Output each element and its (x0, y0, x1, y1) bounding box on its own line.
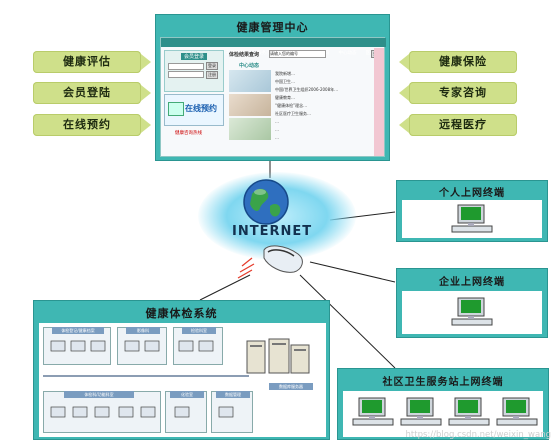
watermark: https://blog.csdn.net/weixin_wang (405, 430, 551, 440)
signal-lines (237, 257, 255, 279)
pill-health-insurance: 健康保险 (399, 51, 517, 73)
news-item[interactable]: 健康教育… (275, 95, 295, 100)
web-portal-screenshot: 首页 关于体检中心 服务项目 在线预约 体检查询 中心动态 医疗资讯 健康交流 … (160, 37, 386, 157)
computer-icon (451, 204, 493, 233)
news-item[interactable]: 中国卫生… (275, 79, 295, 84)
workstation-icons-bottom (50, 406, 234, 418)
photo-checkup (229, 118, 271, 140)
enterprise-terminal-title: 企业上网终端 (439, 277, 505, 288)
node-group-label: 检验科室 (182, 327, 216, 334)
globe-icon (243, 179, 289, 225)
news-item[interactable]: … (275, 127, 279, 132)
booking-monitor-icon (168, 102, 184, 116)
internet-label: INTERNET (232, 224, 313, 239)
login-button[interactable]: 登录 (206, 62, 218, 70)
news-item[interactable]: 中国/世界卫生组织2006-2008年… (275, 87, 339, 92)
web-portal-panel: 健康管理中心 首页 关于体检中心 服务项目 在线预约 体检查询 中心动态 医疗资… (155, 14, 390, 161)
news-list: 我院新增… 中国卫生… 中国/世界卫生组织2006-2008年… 健康教育… “… (275, 70, 370, 142)
nav-news[interactable]: 中心动态 (338, 51, 357, 56)
network-backbone (43, 375, 249, 377)
db-server-label: 数据库服务器 (269, 383, 313, 390)
personal-terminal-area (402, 200, 542, 238)
node-group-lab: 检验科室 (173, 327, 223, 365)
enterprise-terminal-panel: 企业上网终端 (396, 268, 548, 338)
node-group-label: 体检科/功能科室 (64, 391, 134, 398)
personal-terminal-panel: 个人上网终端 (396, 180, 548, 242)
community-terminal-panel: 社区卫生服务站上网终端 (337, 368, 549, 440)
nav-about[interactable]: 关于体检中心 (221, 51, 249, 56)
username-input[interactable] (168, 63, 204, 70)
news-item[interactable]: “健康体检”理念… (275, 103, 308, 108)
node-group-label: 数据管理 (216, 391, 250, 398)
computer-icon (496, 397, 538, 426)
computer-icon (448, 397, 490, 426)
portal-nav-bar: 首页 关于体检中心 服务项目 在线预约 体检查询 中心动态 医疗资讯 健康交流 (161, 38, 386, 75)
node-group-label: 影像科 (126, 327, 160, 334)
personal-terminal-title: 个人上网终端 (439, 188, 505, 199)
enterprise-terminal-area (402, 291, 542, 334)
booking-banner[interactable]: 在线预约 (164, 94, 224, 126)
health-system-panel: 健康体检系统 体检登记/健康档案 影像科 检验科室 体检科/功能科室 化验室 数… (33, 300, 330, 440)
web-portal-title: 健康管理中心 (236, 21, 309, 34)
pill-remote-medical: 远程医疗 (399, 114, 517, 136)
health-system-diagram: 体检登记/健康档案 影像科 检验科室 体检科/功能科室 化验室 数据管理 数据 (39, 323, 326, 437)
node-group-label: 化验室 (170, 391, 204, 398)
pill-member-login: 会员登陆 (33, 82, 151, 104)
search-label: 体检结果查询 (229, 52, 260, 58)
health-system-title: 健康体检系统 (145, 307, 218, 320)
computer-icon (352, 397, 394, 426)
news-item[interactable]: 我院新增… (275, 71, 295, 76)
photo-doctor (229, 70, 271, 92)
news-title: 中心动态 (239, 63, 260, 69)
server-icon (246, 338, 310, 374)
login-title: 会员登录 (181, 53, 208, 60)
pill-online-booking: 在线预约 (33, 114, 151, 136)
photo-consult (229, 94, 271, 116)
right-sidebar-strip (374, 48, 384, 156)
news-item[interactable]: 社区医疗卫生服务… (275, 111, 311, 116)
node-group-label: 体检登记/健康档案 (52, 327, 104, 334)
result-search-input[interactable]: 请输入您的编号 (269, 50, 326, 58)
pill-expert-consult: 专家咨询 (399, 82, 517, 104)
community-terminal-area (343, 391, 543, 437)
community-terminal-title: 社区卫生服务站上网终端 (382, 377, 504, 388)
news-item[interactable]: … (275, 119, 279, 124)
news-item[interactable]: … (275, 135, 279, 140)
consult-hotline: 健康咨询热线 (175, 131, 202, 136)
computer-icon (400, 397, 442, 426)
password-input[interactable] (168, 71, 204, 78)
register-button[interactable]: 注册 (206, 71, 218, 79)
mouse-icon (263, 245, 303, 273)
workstation-icons (50, 340, 214, 352)
pill-health-assessment: 健康评估 (33, 51, 151, 73)
nav-services[interactable]: 服务项目 (257, 51, 276, 56)
computer-icon (451, 297, 493, 326)
booking-banner-text: 在线预约 (185, 104, 217, 113)
login-box: 会员登录 登录 注册 (164, 50, 224, 92)
